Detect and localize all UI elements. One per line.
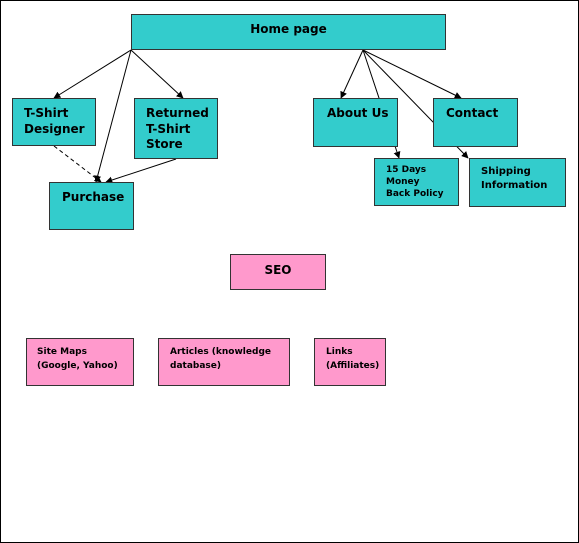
edge-home-to-purchase bbox=[94, 49, 132, 183]
node-seo: SEO bbox=[230, 254, 326, 290]
node-about-us: About Us bbox=[313, 98, 398, 147]
node-15-days-money-back-policy-label: 15 Days Money Back Policy bbox=[386, 165, 444, 200]
node-links-label: Links (Affiliates) bbox=[326, 347, 380, 372]
edge-home-to-about bbox=[340, 49, 364, 99]
node-articles-label: Articles (knowledge database) bbox=[170, 347, 271, 372]
node-shipping-information-label: Shipping Information bbox=[481, 166, 548, 191]
node-seo-label: SEO bbox=[264, 263, 292, 277]
edge-home-to-contact bbox=[362, 49, 462, 99]
node-about-us-label: About Us bbox=[327, 106, 389, 120]
node-site-maps: Site Maps (Google, Yahoo) bbox=[26, 338, 134, 386]
node-home-page: Home page bbox=[131, 14, 446, 50]
edge-returned-store-to-purchase bbox=[105, 158, 177, 184]
node-purchase: Purchase bbox=[49, 182, 134, 230]
edge-tshirt-designer-to-purchase bbox=[53, 145, 102, 183]
edge-home-to-tshirt-designer bbox=[53, 49, 132, 99]
node-articles: Articles (knowledge database) bbox=[158, 338, 290, 386]
node-tshirt-designer-label: T-Shirt Designer bbox=[24, 106, 85, 136]
node-links: Links (Affiliates) bbox=[314, 338, 386, 386]
node-site-maps-label: Site Maps (Google, Yahoo) bbox=[37, 347, 118, 372]
node-home-page-label: Home page bbox=[250, 22, 327, 36]
node-contact: Contact bbox=[433, 98, 518, 147]
node-returned-tshirt-store: Returned T-Shirt Store bbox=[134, 98, 218, 159]
node-returned-tshirt-store-label: Returned T-Shirt Store bbox=[146, 106, 209, 152]
node-shipping-information: Shipping Information bbox=[469, 158, 566, 207]
node-15-days-money-back-policy: 15 Days Money Back Policy bbox=[374, 158, 459, 206]
edge-home-to-returned-store bbox=[130, 49, 184, 99]
node-tshirt-designer: T-Shirt Designer bbox=[12, 98, 96, 146]
node-contact-label: Contact bbox=[446, 106, 499, 120]
node-purchase-label: Purchase bbox=[62, 190, 125, 204]
